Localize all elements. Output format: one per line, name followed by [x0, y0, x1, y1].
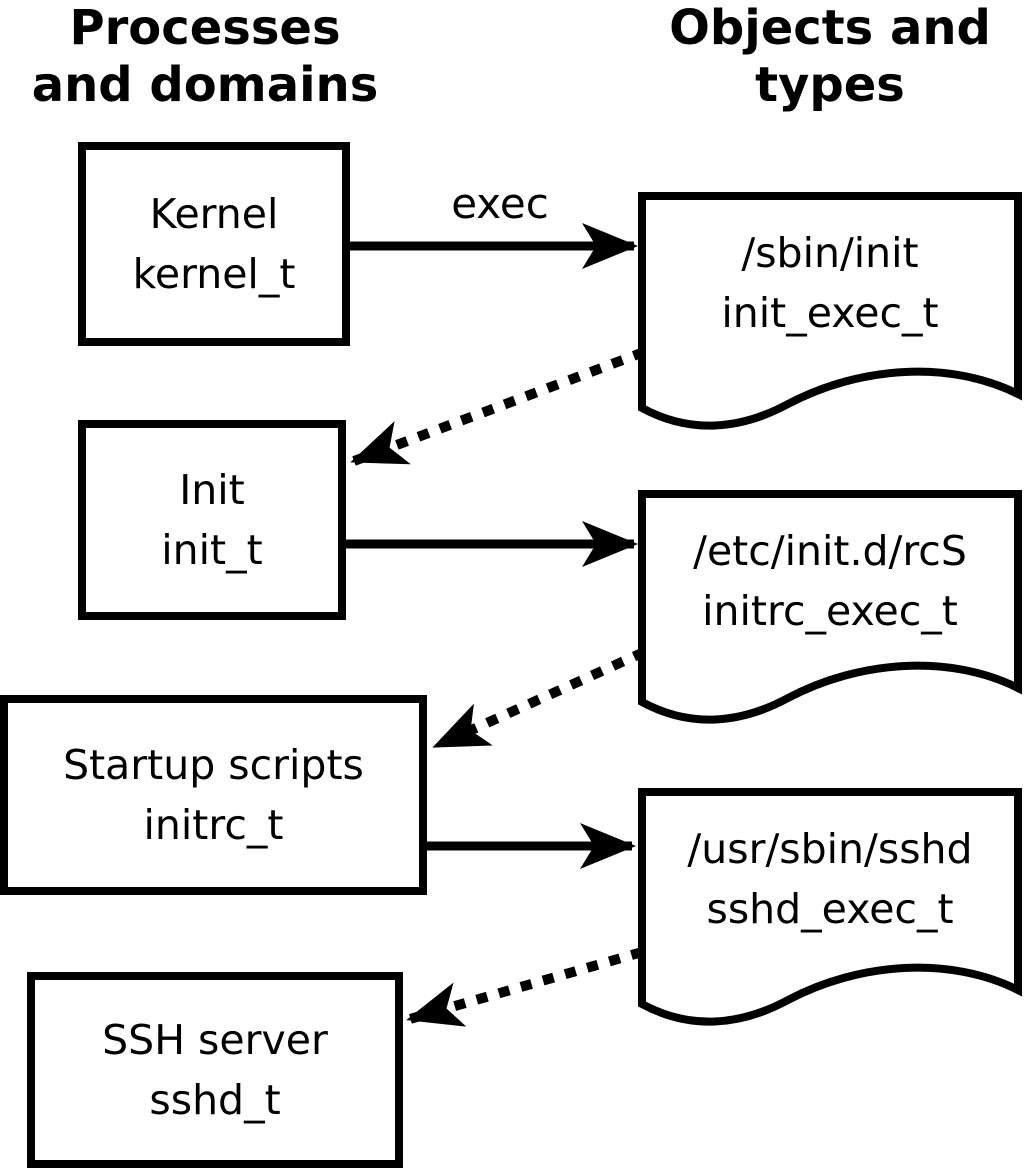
process-name: Kernel	[149, 190, 279, 238]
process-type: initrc_t	[143, 801, 284, 849]
dotted-arrow-sshd-exec-to-sshd	[406, 947, 644, 1027]
document-shape-etc-initd-rcs	[638, 490, 1022, 724]
process-type: sshd_t	[149, 1076, 281, 1124]
dotted-arrow-init-exec-to-init	[350, 347, 646, 466]
column-header-objects: Objects and types	[625, 0, 1024, 114]
column-header-processes: Processes and domains	[0, 0, 410, 114]
column-header-processes-line2: and domains	[31, 57, 379, 113]
column-header-objects-line2: types	[755, 57, 905, 113]
process-type: init_t	[161, 526, 263, 574]
document-shape-sbin-init	[638, 192, 1022, 430]
document-shape-usr-sbin-sshd	[638, 788, 1022, 1026]
column-header-processes-line1: Processes	[69, 0, 341, 56]
column-header-objects-line1: Objects and	[669, 0, 991, 56]
exec-edge-label: exec	[451, 179, 549, 228]
process-box-kernel: Kernel kernel_t	[78, 142, 350, 346]
process-box-startup-scripts: Startup scripts initrc_t	[0, 695, 427, 895]
process-name: Init	[179, 466, 245, 514]
process-type: kernel_t	[132, 250, 296, 298]
process-name: Startup scripts	[63, 741, 364, 789]
dotted-arrow-initrc-exec-to-initrc	[432, 647, 647, 751]
process-name: SSH server	[102, 1016, 328, 1064]
process-box-ssh-server: SSH server sshd_t	[27, 972, 403, 1168]
process-box-init: Init init_t	[78, 420, 346, 620]
